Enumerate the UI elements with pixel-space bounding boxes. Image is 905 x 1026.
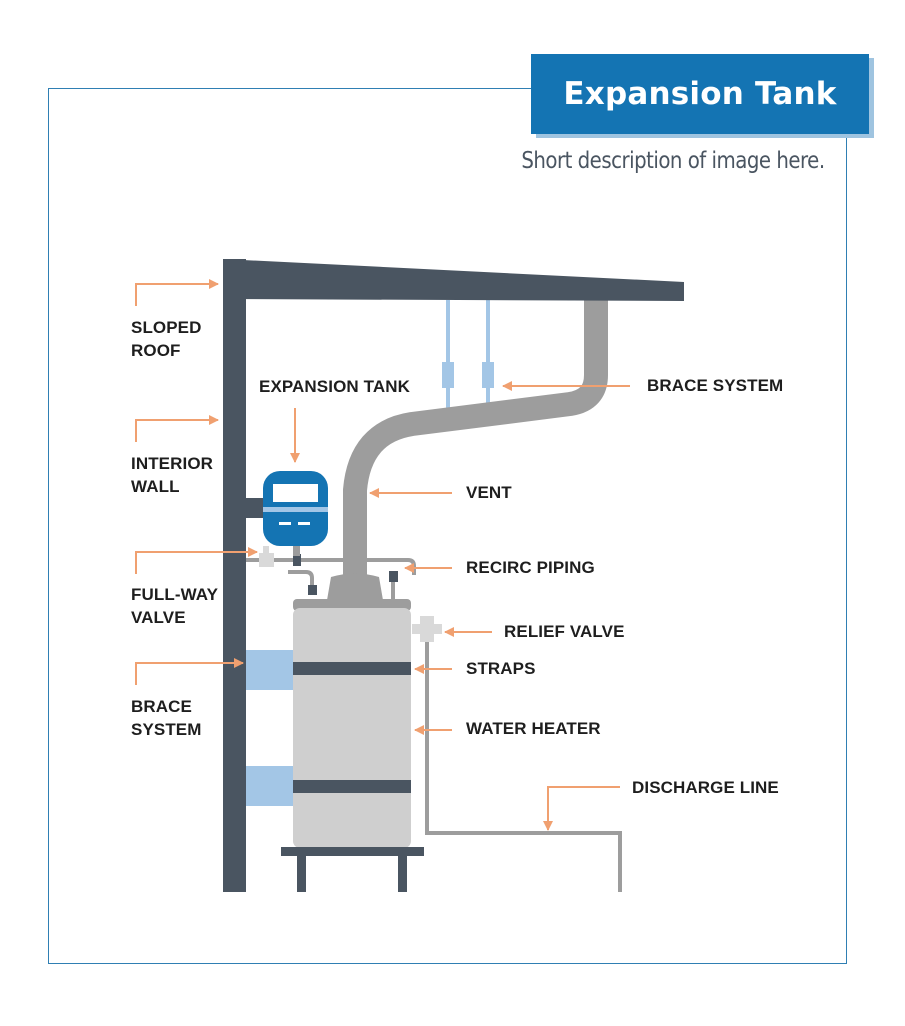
expansion-tank (263, 471, 328, 556)
discharge-line (425, 637, 622, 892)
relief-valve (412, 616, 442, 642)
vent-pipe (343, 298, 608, 592)
heater-stand (281, 847, 424, 892)
label-brace-system-right: BRACE SYSTEM (647, 376, 784, 395)
full-way-valve (259, 546, 274, 567)
ceiling-brace-rods (442, 300, 494, 410)
interior-wall (223, 259, 246, 892)
label-straps: STRAPS (466, 659, 536, 678)
water-heater (293, 573, 411, 848)
page-title: Expansion Tank (531, 54, 869, 134)
tank-connector (293, 554, 301, 566)
wall-brace-block (246, 766, 293, 806)
label-discharge-line: DISCHARGE LINE (632, 778, 779, 797)
label-relief-valve: RELIEF VALVE (504, 622, 625, 641)
full-way-valve-arrow (135, 547, 258, 574)
wall-brace-block (246, 650, 293, 690)
label-recirc-piping: RECIRC PIPING (466, 558, 595, 577)
image-description: Short description of image here. (521, 148, 826, 174)
sloped-roof-arrow (135, 279, 219, 306)
diagram-frame (48, 88, 847, 964)
sloped-roof (223, 259, 684, 301)
tank-wall-bracket (246, 498, 266, 518)
label-water-heater: WATER HEATER (466, 719, 601, 738)
discharge-line-arrow (543, 786, 620, 831)
label-expansion-tank: EXPANSION TANK (259, 377, 410, 396)
interior-wall-arrow (135, 415, 219, 442)
label-vent: VENT (466, 483, 512, 502)
recirc-fitting (389, 571, 398, 582)
brace-system-left-arrow (135, 658, 244, 685)
inlet-fitting (308, 585, 317, 595)
